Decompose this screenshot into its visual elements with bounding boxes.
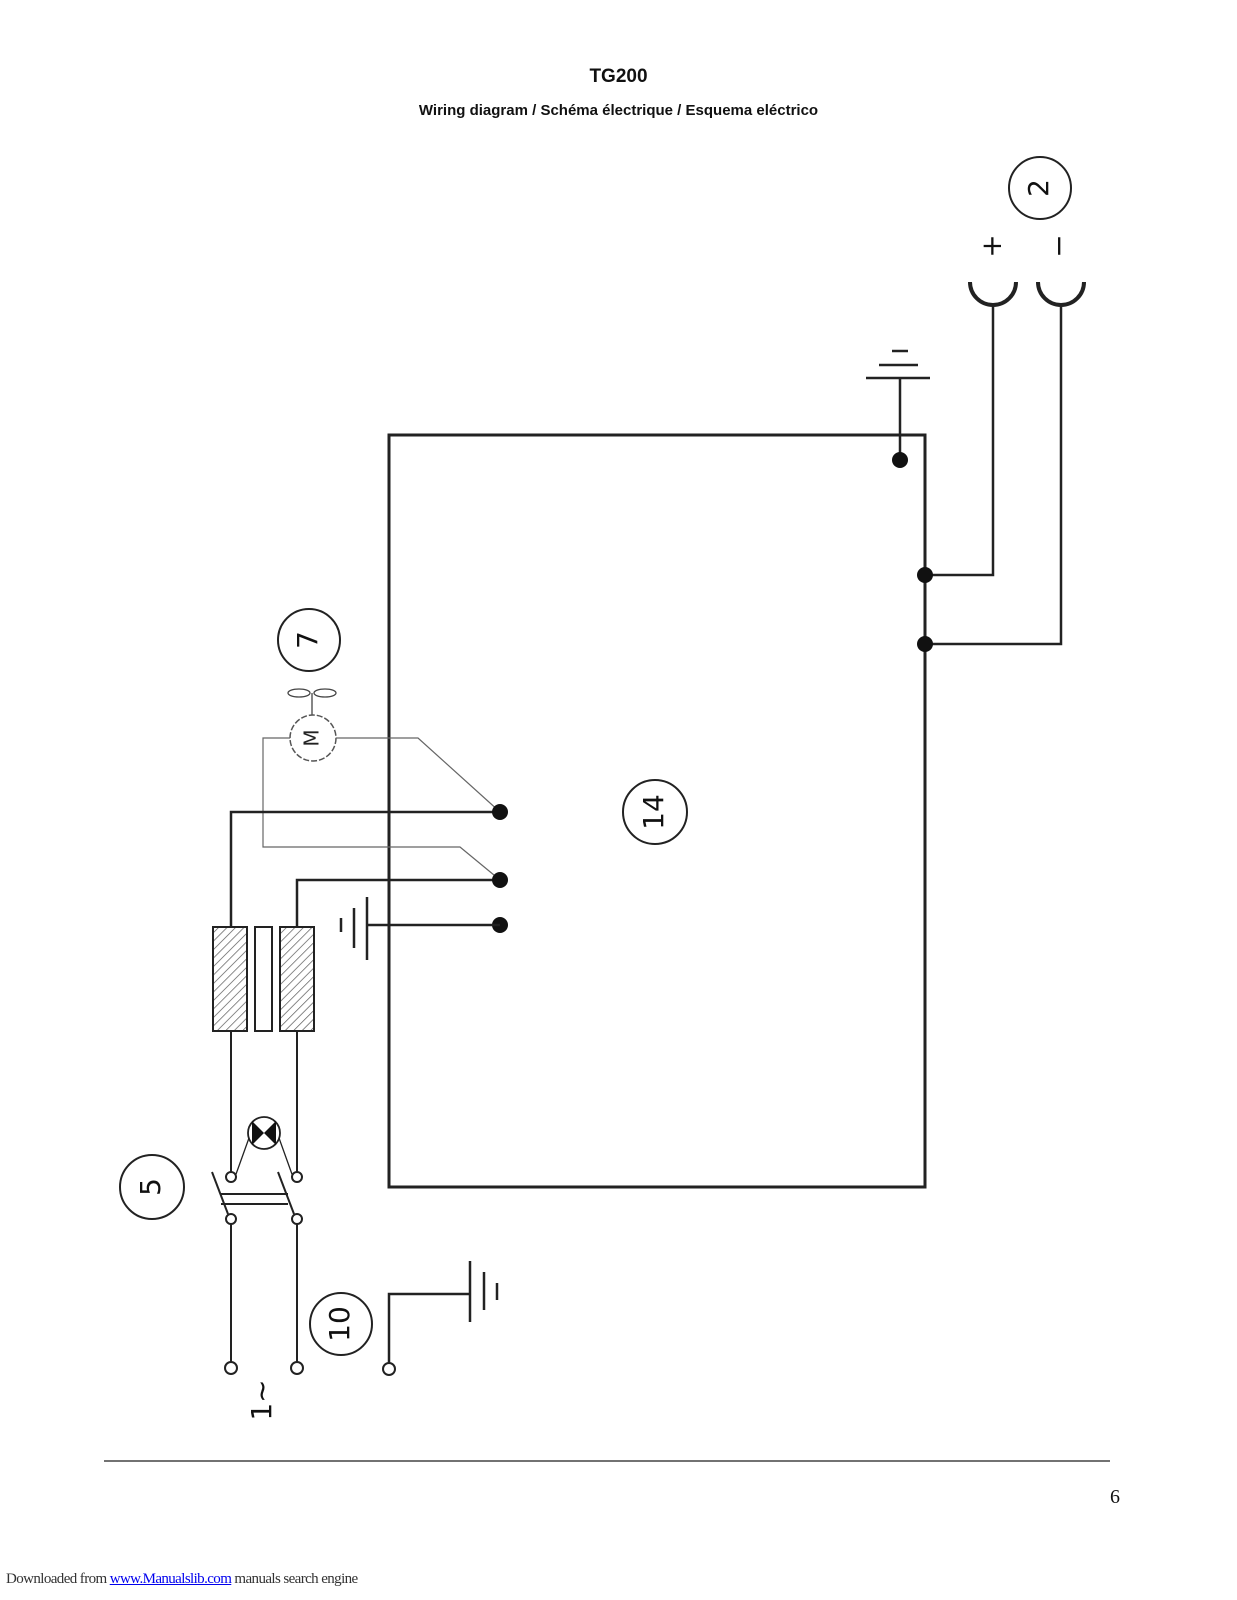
motor-icon: M [289,714,337,762]
heating-element-left [212,926,248,1032]
double-pole-switch [211,1171,303,1225]
page-title: TG200 [589,66,648,87]
wire-phase [229,810,500,927]
ground-terminal [382,1362,396,1376]
footer-prefix: Downloaded from [6,1571,110,1587]
switch-label: 5 [119,1154,185,1220]
label-7: 7 [291,631,324,649]
ground-symbol-top [866,349,930,460]
plus-socket [968,281,1018,307]
junction-dot [892,452,908,468]
label-14: 14 [637,794,670,830]
svg-text:1~: 1~ [245,1379,278,1420]
junction-dot [492,804,508,820]
minus-socket [1036,281,1086,307]
heating-element-center [254,926,273,1032]
indicator-lamp-icon [234,1116,294,1178]
junction-dot [917,567,933,583]
svg-text:−: − [1042,234,1075,257]
junction-dot [917,636,933,652]
motor-symbol: M [300,729,324,746]
ground-label: 10 [309,1292,373,1356]
ground-symbol-bottom [387,1261,499,1363]
svg-text:+: + [975,234,1008,257]
motor-wire-b [262,737,501,881]
junction-dot [492,872,508,888]
main-board-label: 14 [622,779,688,845]
fan-motor-label: 7 [277,608,341,672]
supply-terminal-l [224,1361,238,1375]
label-5: 5 [134,1178,167,1196]
supply-label: 1~ [245,1379,278,1420]
fan-blade-icon [287,688,337,715]
page-subtitle: Wiring diagram / Schéma électrique / Esq… [418,102,819,119]
page-number: 6 [1110,1486,1120,1508]
heating-element-right [279,926,315,1032]
power-terminal-label: 2 [1008,156,1072,220]
supply-terminal-n [290,1361,304,1375]
wire-plus [925,305,995,577]
plus-sign: + [975,234,1008,257]
footer-suffix: manuals search engine [231,1571,358,1587]
ground-symbol-mid [339,897,500,960]
label-2: 2 [1022,179,1055,197]
footer: Downloaded from www.Manualslib.com manua… [6,1571,358,1588]
wire-minus [925,305,1063,646]
minus-sign: − [1042,234,1075,257]
label-10: 10 [323,1306,356,1342]
manualslib-link[interactable]: www.Manualslib.com [109,1571,232,1587]
motor-wire-a [336,737,501,813]
wire-neutral [295,878,500,927]
